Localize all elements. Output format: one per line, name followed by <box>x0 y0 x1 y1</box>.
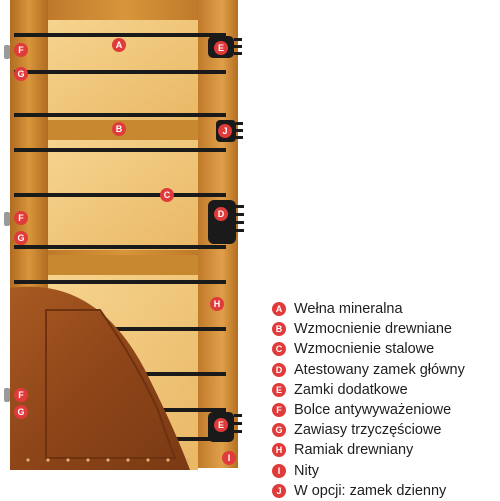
marker-e-top: E <box>214 41 228 55</box>
legend-label: Wzmocnienie stalowe <box>294 341 435 358</box>
steel-bars <box>14 33 226 441</box>
legend-label: Nity <box>294 462 319 479</box>
marker-d: D <box>214 207 228 221</box>
marker-g-2: G <box>14 231 28 245</box>
rivets <box>26 458 190 462</box>
legend-marker: F <box>272 402 286 417</box>
lock-d <box>208 200 244 244</box>
legend-marker: E <box>272 382 286 397</box>
marker-f-2: F <box>14 211 28 225</box>
legend-item-f: F Bolce antywyważeniowe <box>272 400 500 420</box>
legend-label: Zawiasy trzyczęściowe <box>294 422 442 439</box>
marker-h: H <box>210 297 224 311</box>
marker-e-bottom: E <box>214 418 228 432</box>
legend-marker: D <box>272 362 286 377</box>
legend-item-j: J W opcji: zamek dzienny <box>272 481 500 501</box>
marker-j: J <box>218 124 232 138</box>
legend-label: Atestowany zamek główny <box>294 361 465 378</box>
marker-b: B <box>112 122 126 136</box>
marker-g-3: G <box>14 405 28 419</box>
legend-item-e: E Zamki dodatkowe <box>272 380 500 400</box>
legend-marker: C <box>272 342 286 357</box>
legend-item-c: C Wzmocnienie stalowe <box>272 339 500 359</box>
marker-a: A <box>112 38 126 52</box>
marker-g-1: G <box>14 67 28 81</box>
legend-item-d: D Atestowany zamek główny <box>272 360 500 380</box>
legend-marker: G <box>272 423 286 438</box>
hinges <box>4 45 10 402</box>
marker-c: C <box>160 188 174 202</box>
legend-label: Zamki dodatkowe <box>294 381 408 398</box>
marker-f-3: F <box>14 388 28 402</box>
wooden-door-panel <box>10 286 190 470</box>
legend-item-a: A Wełna mineralna <box>272 299 500 319</box>
legend-label: Ramiak drewniany <box>294 442 414 459</box>
marker-f-1: F <box>14 43 28 57</box>
legend-marker: I <box>272 463 286 478</box>
legend-label: Wełna mineralna <box>294 301 403 317</box>
legend-marker: B <box>272 322 286 337</box>
legend-item-h: H Ramiak drewniany <box>272 440 500 460</box>
legend-marker: J <box>272 483 286 498</box>
legend-item-g: G Zawiasy trzyczęściowe <box>272 420 500 440</box>
door-panel-inset <box>45 309 177 459</box>
legend-item-b: B Wzmocnienie drewniane <box>272 319 500 339</box>
wood-reinforcement <box>48 255 198 275</box>
legend-marker: H <box>272 443 286 458</box>
legend-marker: A <box>272 302 286 316</box>
legend-label: Wzmocnienie drewniane <box>294 321 452 338</box>
legend-item-i: I Nity <box>272 461 500 481</box>
marker-i: I <box>222 451 236 465</box>
legend-label: Bolce antywyważeniowe <box>294 401 452 418</box>
legend-label: W opcji: zamek dzienny <box>294 482 447 499</box>
